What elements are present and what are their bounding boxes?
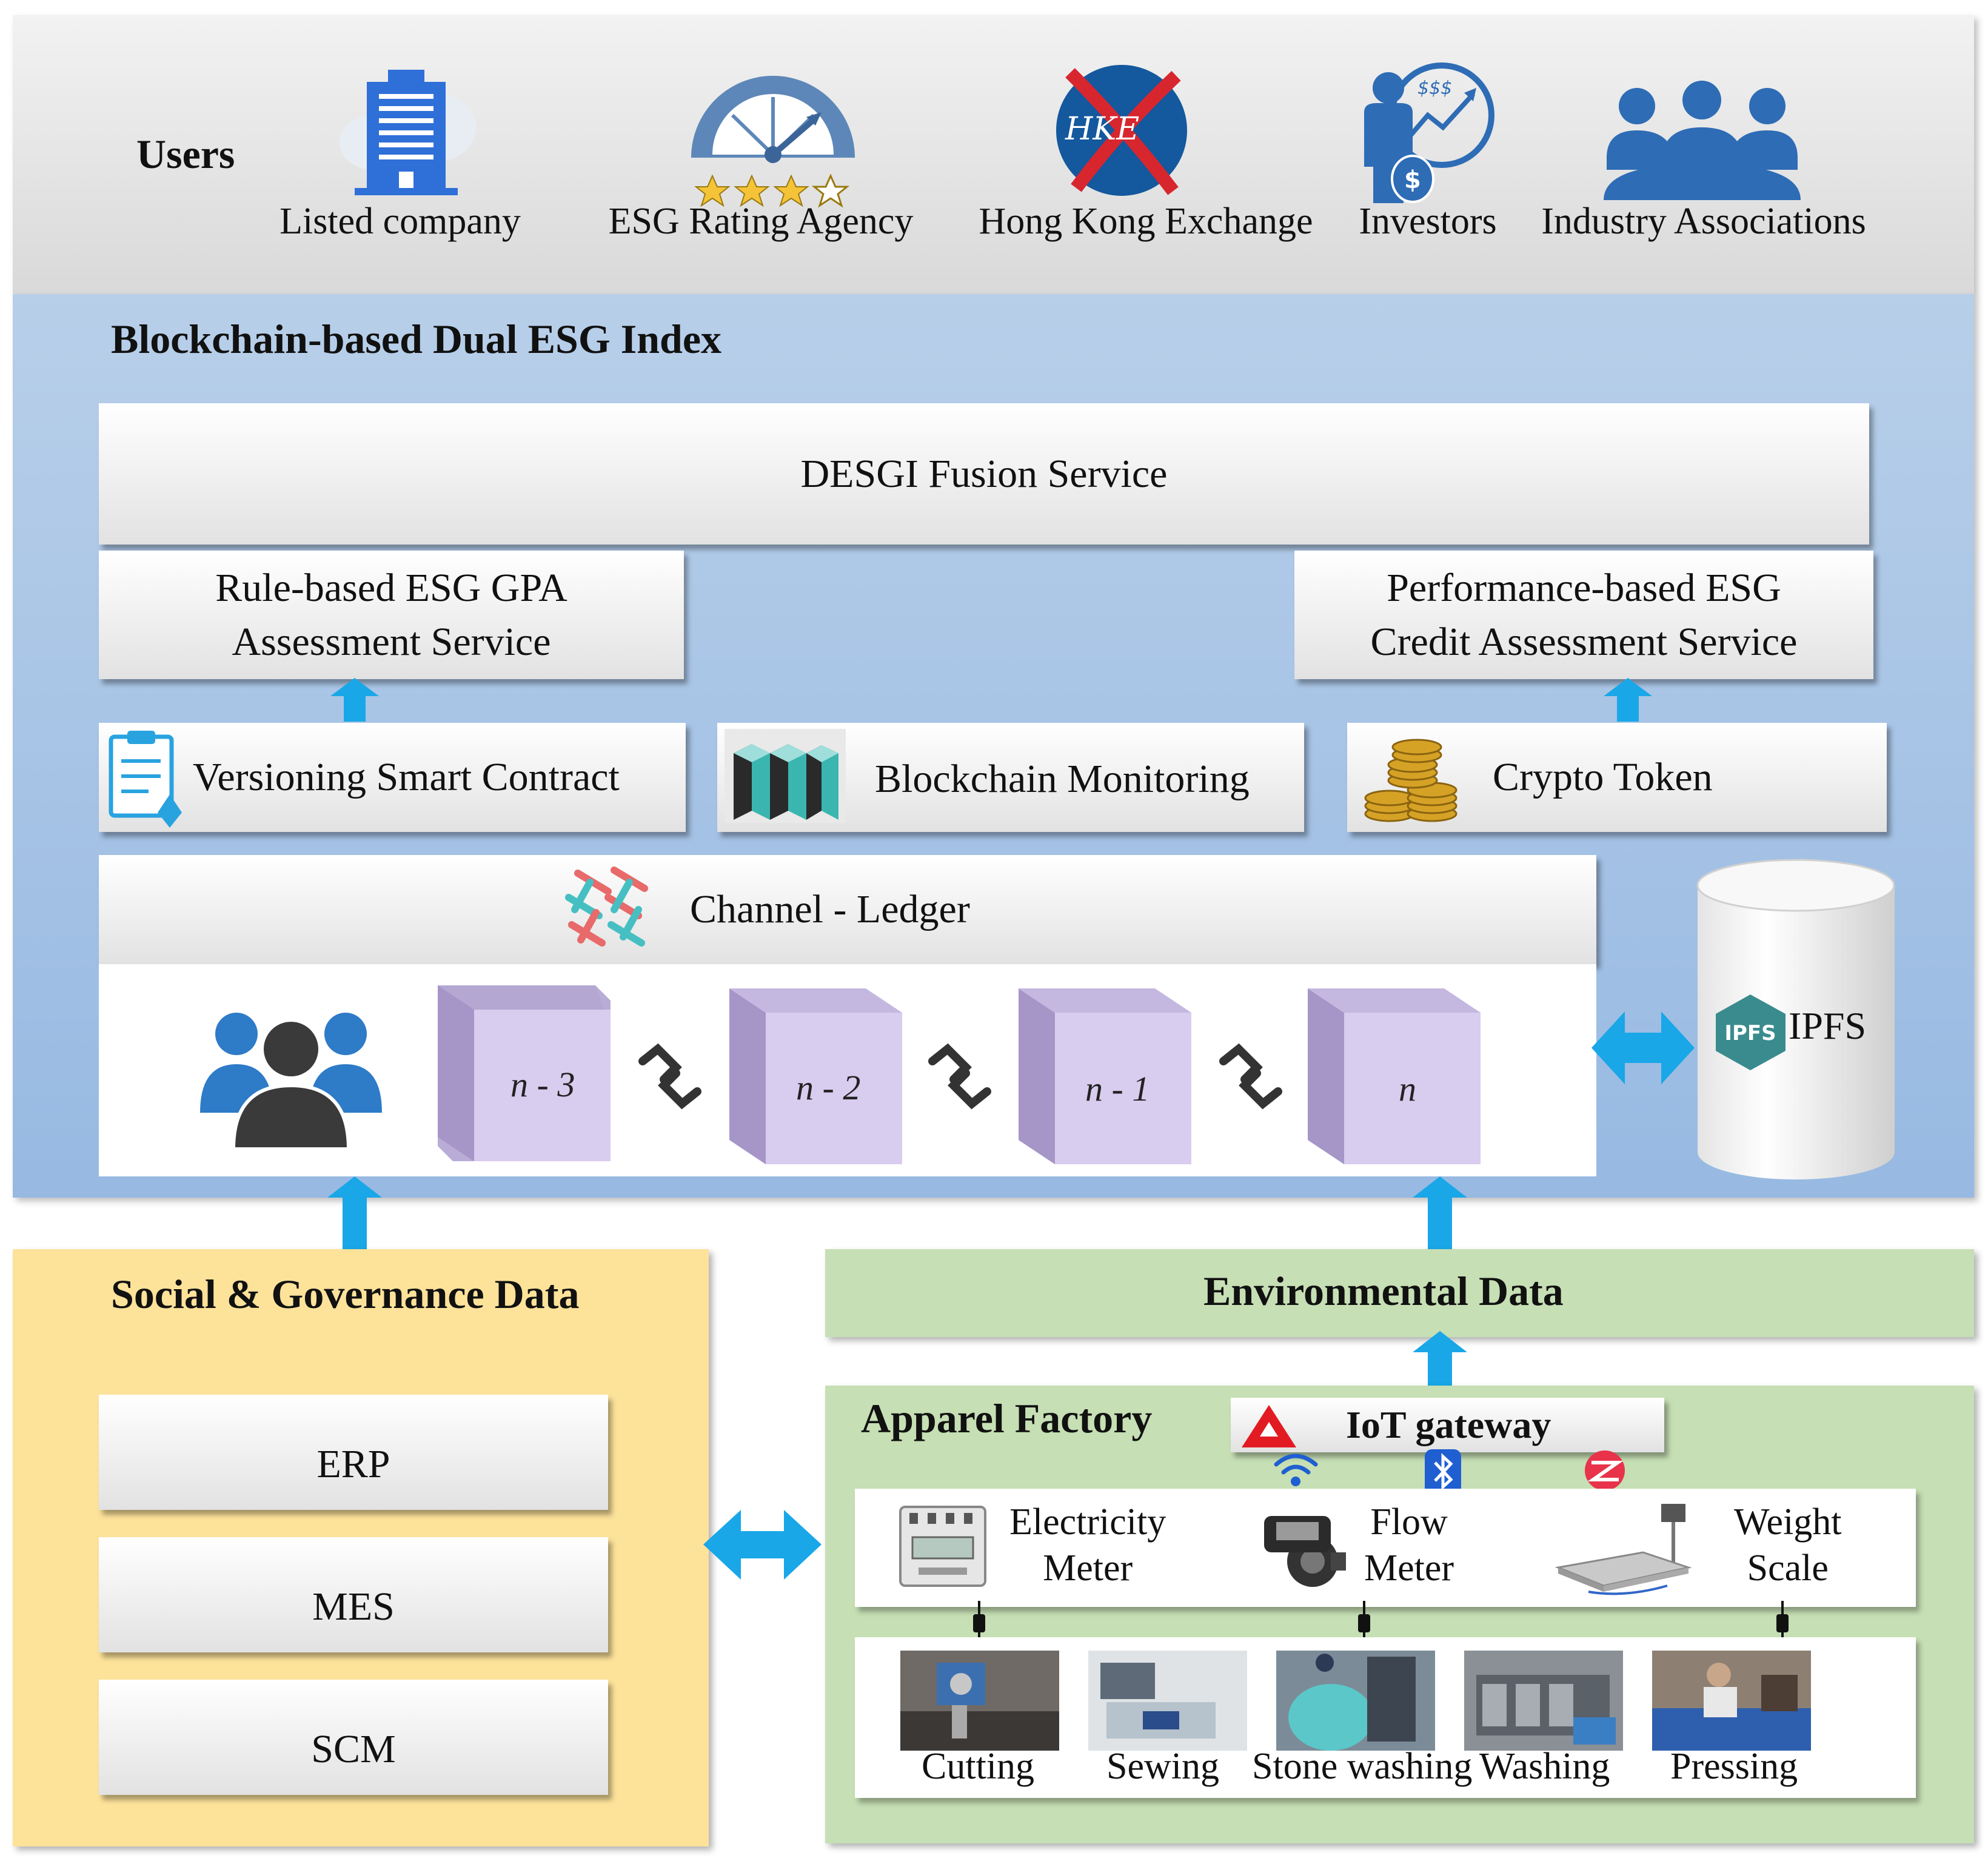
electricity-meter-label-line1: Electricity <box>1009 1501 1166 1543</box>
crypto-token: Crypto Token <box>1347 723 1887 832</box>
block-label-n-2: n - 2 <box>796 1068 861 1107</box>
process-label-sewing: Sewing <box>1106 1746 1219 1787</box>
up-arrow-credit <box>1604 678 1652 722</box>
gpa-label-line2: Assessment Service <box>232 620 551 664</box>
electricity-meter-label-line2: Meter <box>1043 1547 1133 1589</box>
svg-text:$: $ <box>1404 166 1421 194</box>
scm-label: SCM <box>311 1727 396 1772</box>
sewing-photo <box>1088 1651 1247 1751</box>
ipfs-logo-text: IPFS <box>1724 1021 1776 1045</box>
weight-scale-label-line2: Scale <box>1747 1547 1829 1589</box>
erp-label: ERP <box>316 1442 390 1487</box>
investor-money-text: $$$ <box>1417 78 1452 99</box>
gpa-label-line1: Rule-based ESG GPA <box>215 565 567 610</box>
process-label-pressing: Pressing <box>1670 1746 1798 1787</box>
channel-ledger-label: Channel - Ledger <box>690 887 970 931</box>
flow-meter-label-line1: Flow <box>1370 1501 1448 1543</box>
stone-washing-photo <box>1276 1651 1435 1751</box>
user-label-esg-rating-agency: ESG Rating Agency <box>608 201 914 242</box>
chain-link-icon-3 <box>1214 1043 1287 1110</box>
processes-row: Cutting Sewing Stone washing Washing Pre… <box>855 1637 1916 1798</box>
credit-label-line1: Performance-based ESG <box>1387 565 1781 610</box>
hkex-logo: HKE <box>1052 61 1191 200</box>
scm-system: SCM <box>99 1680 608 1795</box>
block-n-2: n - 2 <box>729 988 902 1164</box>
network-peers-icon <box>200 1010 382 1149</box>
erp-system: ERP <box>99 1395 608 1510</box>
block-label-n: n <box>1399 1069 1416 1108</box>
ipfs-label: IPFS <box>1789 1004 1867 1047</box>
weight-scale-label: Weight Scale <box>1734 1500 1842 1591</box>
mes-system: MES <box>99 1537 608 1652</box>
user-label-listed-company: Listed company <box>279 201 521 242</box>
group-icon <box>1604 79 1801 200</box>
electricity-meter-icon <box>894 1501 991 1592</box>
up-arrow-env-to-chain <box>1413 1176 1467 1249</box>
block-n-3: n - 3 <box>438 985 611 1161</box>
bluetooth-icon <box>1422 1449 1464 1495</box>
hkex-logo-text: HKE <box>1065 111 1139 147</box>
up-arrow-factory-to-env <box>1413 1331 1467 1401</box>
block-n: n <box>1308 988 1481 1164</box>
ledger-pattern-icon <box>560 861 657 955</box>
process-label-washing: Washing <box>1479 1746 1610 1787</box>
up-arrow-gpa <box>330 678 379 722</box>
monitoring-cubes-icon <box>725 729 846 823</box>
block-n-1: n - 1 <box>1019 988 1191 1164</box>
double-arrow-ipfs <box>1591 1011 1695 1084</box>
desgi-fusion-service: DESGI Fusion Service <box>99 403 1869 545</box>
ipfs-logo-icon: IPFS <box>1716 994 1786 1070</box>
user-label-investors: Investors <box>1359 201 1497 242</box>
blockchain-monitoring: Blockchain Monitoring <box>717 723 1304 832</box>
rating-gauge-icon <box>685 58 861 209</box>
gateway-logo-icon <box>1242 1405 1296 1447</box>
iot-gateway: IoT gateway <box>1231 1398 1664 1452</box>
smart-contract-label: Versioning Smart Contract <box>193 755 620 799</box>
process-label-cutting: Cutting <box>922 1746 1035 1787</box>
chain-link-icon-2 <box>923 1043 996 1110</box>
flow-meter-label: Flow Meter <box>1364 1500 1454 1591</box>
chain-link-icon-1 <box>634 1043 706 1110</box>
mes-label: MES <box>312 1584 395 1629</box>
environmental-data-panel <box>825 1249 1974 1337</box>
investor-icon: $$$ $ <box>1352 58 1498 206</box>
ipfs-storage: IPFS IPFS <box>1695 858 1898 1182</box>
weight-scale-icon <box>1552 1501 1692 1601</box>
rule-based-gpa-service: Rule-based ESG GPA Assessment Service <box>99 551 684 679</box>
washing-photo <box>1464 1651 1623 1751</box>
social-title: Social & Governance Data <box>111 1271 580 1317</box>
flow-meter-label-line2: Meter <box>1364 1547 1454 1589</box>
users-title: Users <box>136 131 235 177</box>
credit-label-line2: Credit Assessment Service <box>1370 620 1798 664</box>
channel-ledger: Channel - Ledger <box>99 855 1596 964</box>
performance-credit-service: Performance-based ESG Credit Assessment … <box>1294 551 1873 679</box>
iot-gateway-label: IoT gateway <box>1346 1403 1551 1446</box>
factory-title: Apparel Factory <box>861 1395 1153 1441</box>
crypto-token-label: Crypto Token <box>1493 755 1713 799</box>
block-label-n-1: n - 1 <box>1085 1069 1150 1108</box>
coins-icon <box>1359 732 1465 823</box>
zigbee-icon <box>1582 1449 1628 1492</box>
flow-meter-icon <box>1255 1504 1352 1592</box>
building-icon <box>330 58 482 200</box>
electricity-meter-label: Electricity Meter <box>1009 1500 1166 1591</box>
user-label-hong-kong-exchange: Hong Kong Exchange <box>979 201 1313 242</box>
cutting-photo <box>900 1651 1059 1751</box>
block-label-n-3: n - 3 <box>510 1065 575 1104</box>
process-label-stone-washing: Stone washing <box>1252 1746 1473 1787</box>
index-title: Blockchain-based Dual ESG Index <box>111 316 722 362</box>
double-arrow-social-factory <box>703 1510 822 1580</box>
wifi-icon <box>1273 1452 1319 1489</box>
pressing-photo <box>1652 1651 1811 1751</box>
monitoring-label: Blockchain Monitoring <box>875 757 1250 801</box>
environment-title: Environmental Data <box>1203 1268 1564 1314</box>
versioning-smart-contract: Versioning Smart Contract <box>99 723 686 832</box>
weight-scale-label-line1: Weight <box>1734 1501 1842 1543</box>
user-label-industry-associations: Industry Associations <box>1541 201 1866 242</box>
desgi-fusion-label: DESGI Fusion Service <box>800 451 1168 496</box>
up-arrow-social-to-chain <box>327 1176 382 1249</box>
contract-icon <box>106 728 188 831</box>
meters-row: Electricity Meter Flow Meter Weight Scal… <box>855 1489 1916 1607</box>
